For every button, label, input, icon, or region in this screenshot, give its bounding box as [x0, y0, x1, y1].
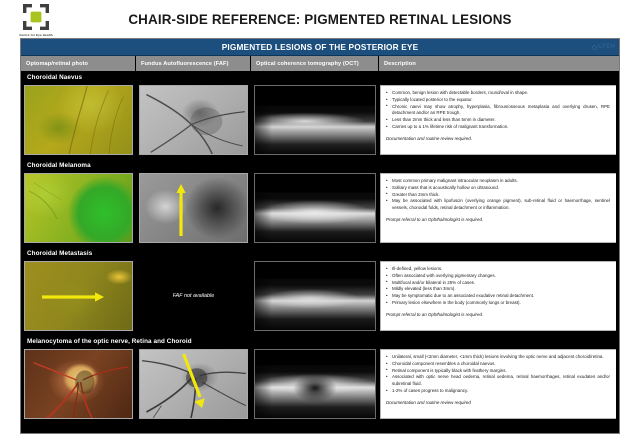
- lesions-table: PIGMENTED LESIONS OF THE POSTERIOR EYE C…: [20, 38, 620, 434]
- column-header-description: Description: [379, 56, 619, 71]
- description-choroidal-metastasis: Ill-defined, yellow lesions. Often assoc…: [380, 261, 616, 331]
- row-title-melanocytoma: Melanocytoma of the optic nerve, Retina …: [21, 335, 619, 347]
- list-item: Greater than 2mm thick.: [386, 191, 610, 199]
- description-choroidal-naevus: Common, benign lesion with detectable bo…: [380, 85, 616, 155]
- cell-oct-melanocytoma: [251, 348, 379, 420]
- watermark-dot-icon: [591, 44, 597, 50]
- oct-bscan-choroidal-melanoma-image: [254, 173, 376, 243]
- cell-optomap-melanocytoma: [21, 348, 136, 420]
- column-header-row: Optomap/retinal photo Fundus Autofluores…: [21, 56, 619, 71]
- logo-caption: Centre for Eye Health: [19, 33, 53, 37]
- list-item: Typically located posterior to the equat…: [386, 97, 610, 104]
- cell-oct-metastasis: [251, 260, 379, 332]
- fundus-photo-choroidal-metastasis-image: [24, 261, 133, 331]
- row-title-choroidal-metastasis: Choroidal Metastasis: [21, 247, 619, 259]
- table-row: Melanocytoma of the optic nerve, Retina …: [21, 335, 619, 423]
- cell-faf-naevus: [136, 84, 251, 156]
- list-item: Primary lesion elsewhere in the body (co…: [386, 300, 610, 307]
- description-melanocytoma: Unilateral, small (<2mm diameter, <1mm t…: [380, 349, 616, 419]
- list-item: Chronic naevi may show atrophy, hyperpla…: [386, 103, 610, 118]
- list-item: Less than 2mm thick and less than 5mm in…: [386, 117, 610, 124]
- bullet-list: Ill-defined, yellow lesions. Often assoc…: [386, 266, 610, 307]
- watermark-label: CFEH: [597, 44, 615, 50]
- column-header-optomap: Optomap/retinal photo: [21, 56, 136, 71]
- page-title: CHAIR-SIDE REFERENCE: PIGMENTED RETINAL …: [128, 12, 512, 27]
- faf-not-available-label: FAF not available: [172, 293, 215, 299]
- list-item: Multifocal and/or bilateral in 25% of ca…: [386, 279, 610, 287]
- list-item: Common, benign lesion with detectable bo…: [386, 90, 610, 97]
- list-item: May be symptomatic due to an associated …: [386, 293, 610, 300]
- row-title-choroidal-naevus: Choroidal Naevus: [21, 71, 619, 83]
- list-item: Often associated with overlying pigmenta…: [386, 273, 610, 280]
- list-item: Most common primary malignant intraocula…: [386, 178, 610, 185]
- page-header: Centre for Eye Health CHAIR-SIDE REFEREN…: [0, 0, 640, 44]
- cfeh-watermark: CFEH: [591, 44, 615, 50]
- annotation-arrow-down-icon: [181, 354, 207, 409]
- faf-image-melanocytoma-image: [139, 349, 248, 419]
- list-item: Carries up to a 1% lifetime risk of mali…: [386, 124, 610, 131]
- management-note: Documentation and routine review require…: [386, 135, 473, 141]
- row-title-choroidal-melanoma: Choroidal Melanoma: [21, 159, 619, 171]
- oct-bscan-melanocytoma-image: [254, 349, 376, 419]
- fundus-photo-choroidal-melanoma-image: [24, 173, 133, 243]
- list-item: Retinal component is typically black wit…: [386, 367, 610, 375]
- organisation-logo: Centre for Eye Health: [14, 2, 58, 37]
- cell-optomap-naevus: [21, 84, 136, 156]
- column-header-faf: Fundus Autofluorescence (FAF): [136, 56, 251, 71]
- bracket-square-logo-icon: [21, 2, 51, 32]
- list-item: Mildly elevated (less than 3mm).: [386, 286, 610, 293]
- faf-image-choroidal-naevus-image: [139, 85, 248, 155]
- faf-image-choroidal-melanoma-image: [139, 173, 248, 243]
- list-item: Unilateral, small (<2mm diameter, <1mm t…: [386, 354, 610, 361]
- table-banner-title: PIGMENTED LESIONS OF THE POSTERIOR EYE: [221, 42, 419, 52]
- cell-oct-melanoma: [251, 172, 379, 244]
- fundus-photo-choroidal-naevus-image: [24, 85, 133, 155]
- bullet-list: Common, benign lesion with detectable bo…: [386, 90, 610, 131]
- oct-bscan-choroidal-naevus-image: [254, 85, 376, 155]
- column-header-oct: Optical coherence tomography (OCT): [251, 56, 379, 71]
- annotation-arrow-up-icon: [176, 183, 186, 236]
- list-item: Solitary mass that is acoustically hollo…: [386, 185, 610, 192]
- table-row: Choroidal Melanoma: [21, 159, 619, 247]
- cell-faf-melanocytoma: [136, 348, 251, 420]
- annotation-arrow-right-icon: [42, 292, 105, 302]
- description-choroidal-melanoma: Most common primary malignant intraocula…: [380, 173, 616, 243]
- table-row: Choroidal Naevus: [21, 71, 619, 159]
- management-note: Documentation and routine review require…: [386, 399, 471, 405]
- cell-optomap-melanoma: [21, 172, 136, 244]
- fundus-photo-melanocytoma-optic-disc-image: [24, 349, 133, 419]
- list-item: May be associated with lipofuscin (overl…: [386, 198, 610, 212]
- table-banner: PIGMENTED LESIONS OF THE POSTERIOR EYE C…: [21, 39, 619, 56]
- cell-faf-metastasis: FAF not available: [136, 260, 251, 332]
- list-item: 1-2% of cases progress to malignancy.: [386, 388, 610, 395]
- list-item: Associated with optic nerve head oedema,…: [386, 374, 610, 388]
- cell-optomap-metastasis: [21, 260, 136, 332]
- list-item: Choroidal component resembles a choroida…: [386, 361, 610, 368]
- list-item: Ill-defined, yellow lesions.: [386, 266, 610, 273]
- bullet-list: Most common primary malignant intraocula…: [386, 178, 610, 212]
- cell-oct-naevus: [251, 84, 379, 156]
- management-note: Prompt referral to an Ophthalmologist is…: [386, 311, 484, 317]
- oct-bscan-choroidal-metastasis-image: [254, 261, 376, 331]
- management-note: Prompt referral to an Ophthalmologist is…: [386, 216, 484, 222]
- table-row: Choroidal Metastasis FAF not av: [21, 247, 619, 335]
- bullet-list: Unilateral, small (<2mm diameter, <1mm t…: [386, 354, 610, 395]
- cell-faf-melanoma: [136, 172, 251, 244]
